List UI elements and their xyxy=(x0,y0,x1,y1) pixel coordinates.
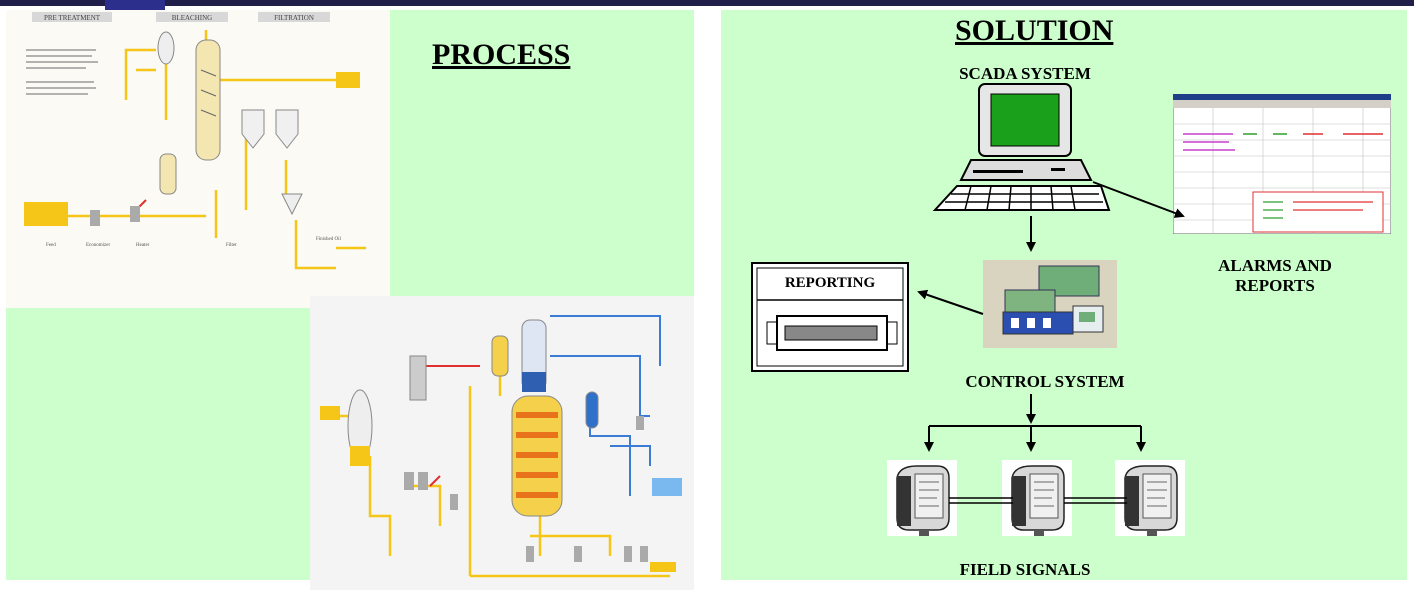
reporting-label: REPORTING xyxy=(784,275,876,291)
solution-panel: SOLUTION SCADA SYSTEM xyxy=(721,10,1407,580)
reporting-printer-box xyxy=(751,262,911,374)
svg-text:Feed: Feed xyxy=(46,243,56,248)
arrow-to-reporting xyxy=(917,289,984,315)
process-title: PROCESS xyxy=(432,38,571,71)
tab-pretreatment: PRE TREATMENT xyxy=(44,14,101,22)
alarms-label-line1: ALARMS AND xyxy=(1218,256,1332,275)
pretreatment-process-image: PRE TREATMENT BLEACHING FILTRATION xyxy=(6,10,390,308)
alarms-reports-screenshot xyxy=(1173,94,1391,234)
control-system-photo xyxy=(983,260,1117,348)
arrow-to-alarms xyxy=(1092,181,1185,218)
top-border xyxy=(0,0,1414,6)
svg-text:Finished Oil: Finished Oil xyxy=(316,237,341,242)
process-panel: PRE TREATMENT BLEACHING FILTRATION xyxy=(6,10,694,590)
svg-text:Filter: Filter xyxy=(226,243,237,248)
field-signals-label: FIELD SIGNALS xyxy=(959,560,1091,579)
tab-bleaching: BLEACHING xyxy=(172,14,212,22)
scada-system-label: SCADA SYSTEM xyxy=(959,64,1091,83)
control-system-label: CONTROL SYSTEM xyxy=(965,372,1125,391)
tab-filtration: FILTRATION xyxy=(274,14,314,22)
alarms-label-line2: REPORTS xyxy=(1235,276,1315,295)
solution-title: SOLUTION xyxy=(955,14,1114,47)
computer-icon xyxy=(931,82,1111,214)
connector-arrows xyxy=(917,181,1185,452)
field-devices-group xyxy=(887,458,1187,538)
deodorizing-process-image xyxy=(310,296,694,590)
svg-text:Economizer: Economizer xyxy=(86,243,110,248)
alarms-reports-label: ALARMS AND REPORTS xyxy=(1185,256,1365,296)
svg-text:Heater: Heater xyxy=(136,243,150,248)
